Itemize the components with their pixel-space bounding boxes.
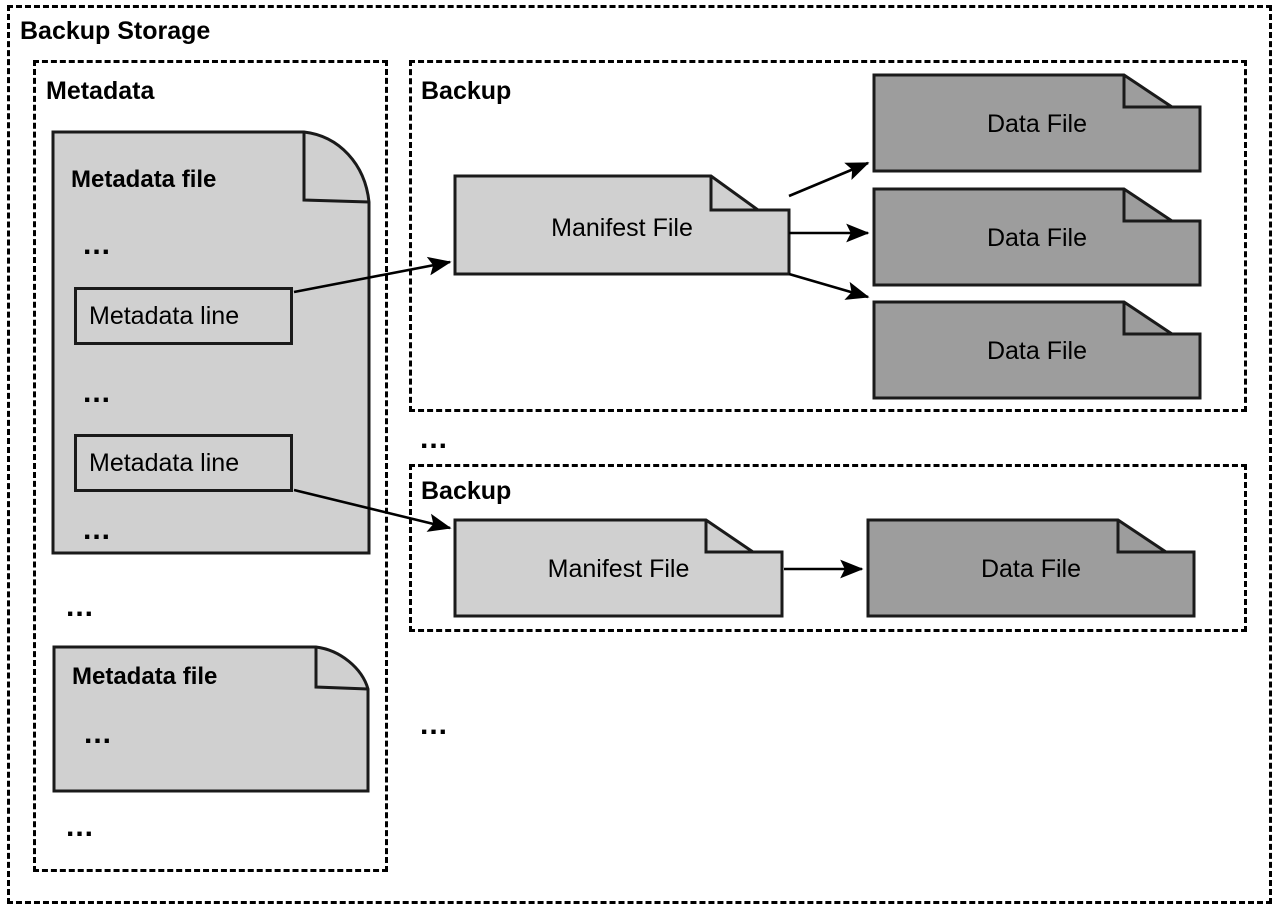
metadata-file-1-ellipsis-3: ... (83, 513, 112, 546)
ellipsis-between-backups: ... (420, 422, 449, 455)
data-file-3: Data File (872, 300, 1202, 400)
backup-group-2 (409, 464, 1247, 632)
data-file-2: Data File (872, 187, 1202, 287)
metadata-file-1-ellipsis-1: ... (83, 228, 112, 261)
metadata-file-2-label: Metadata file (72, 663, 218, 690)
backup-group-1 (409, 60, 1247, 412)
manifest-file-2-label: Manifest File (547, 555, 690, 583)
data-file-1-label: Data File (986, 110, 1088, 138)
data-file-1: Data File (872, 73, 1202, 173)
ellipsis-between-metadata-files: ... (66, 590, 95, 623)
backup-group-2-title: Backup (421, 477, 512, 505)
metadata-line-1[interactable]: Metadata line (74, 287, 293, 345)
metadata-line-2[interactable]: Metadata line (74, 434, 293, 492)
metadata-line-2-label: Metadata line (89, 448, 240, 477)
backup-storage-container (7, 5, 1272, 904)
backup-storage-title: Backup Storage (20, 17, 211, 45)
metadata-file-1-label: Metadata file (71, 166, 217, 193)
manifest-file-1: Manifest File (453, 174, 791, 276)
metadata-group (33, 60, 388, 872)
metadata-file-2: Metadata file ... (52, 645, 370, 793)
metadata-file-1-ellipsis-2: ... (83, 376, 112, 409)
data-file-4: Data File (866, 518, 1196, 618)
metadata-line-1-label: Metadata line (89, 301, 240, 330)
manifest-file-2: Manifest File (453, 518, 784, 618)
backup-group-1-title: Backup (421, 77, 512, 105)
manifest-file-1-label: Manifest File (551, 214, 693, 242)
ellipsis-after-metadata-files: ... (66, 810, 95, 843)
ellipsis-after-backups: ... (420, 708, 449, 741)
data-file-4-label: Data File (980, 555, 1082, 583)
data-file-3-label: Data File (986, 337, 1088, 365)
metadata-group-title: Metadata (46, 77, 155, 105)
metadata-file-2-ellipsis-1: ... (84, 717, 113, 750)
data-file-2-label: Data File (986, 224, 1088, 252)
